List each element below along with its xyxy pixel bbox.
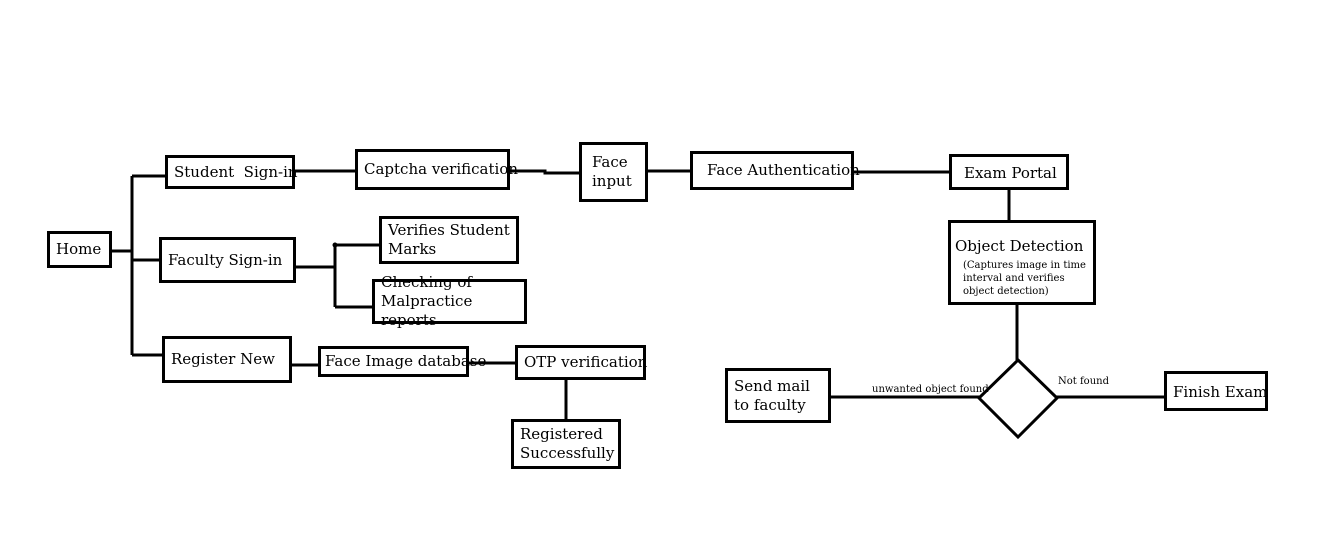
face-auth-node: Face Authentication: [690, 151, 860, 190]
verifies-marks-label: Verifies Student Marks: [388, 221, 510, 258]
verifies-marks-node: Verifies Student Marks: [379, 216, 519, 264]
malpractice-node: Checking of Malpractice reports: [372, 273, 527, 329]
captcha-node: Captcha verification: [355, 149, 518, 190]
faculty-signin-node: Faculty Sign-in: [159, 237, 296, 283]
not-found-label: Not found: [1058, 376, 1109, 387]
register-new-node: Register New: [162, 336, 292, 383]
face-input-label: Face input: [592, 153, 632, 190]
home-node: Home: [47, 231, 112, 268]
registered-node: Registered Successfully: [511, 419, 621, 469]
home-label: Home: [56, 240, 102, 258]
face-db-node: Face Image database: [318, 346, 486, 377]
captcha-label: Captcha verification: [364, 160, 519, 178]
otp-label: OTP verification: [524, 353, 648, 371]
finish-exam-node: Finish Exam: [1164, 371, 1268, 411]
object-detection-label: Object Detection: [955, 237, 1084, 255]
unwanted-object-label: unwanted object found: [872, 384, 989, 395]
face-input-node: Face input: [579, 142, 648, 202]
registered-label: Registered Successfully: [520, 425, 615, 462]
send-mail-label: Send mail to faculty: [734, 376, 810, 414]
student-signin-node: Student Sign-in: [165, 155, 298, 189]
register-new-label: Register New: [171, 350, 275, 368]
exam-portal-node: Exam Portal: [949, 154, 1069, 190]
face-auth-label: Face Authentication: [707, 161, 860, 179]
exam-portal-label: Exam Portal: [964, 164, 1057, 182]
object-detection-node: Object Detection (Captures image in time…: [948, 220, 1096, 305]
send-mail-node: Send mail to faculty: [725, 368, 831, 423]
face-db-label: Face Image database: [325, 352, 487, 370]
faculty-signin-label: Faculty Sign-in: [168, 250, 283, 269]
object-detection-sublabel: (Captures image in time interval and ver…: [963, 260, 1086, 297]
student-signin-label: Student Sign-in: [174, 162, 298, 181]
malpractice-label: Checking of Malpractice reports: [381, 273, 473, 329]
finish-exam-label: Finish Exam: [1173, 383, 1268, 401]
otp-node: OTP verification: [515, 345, 648, 380]
